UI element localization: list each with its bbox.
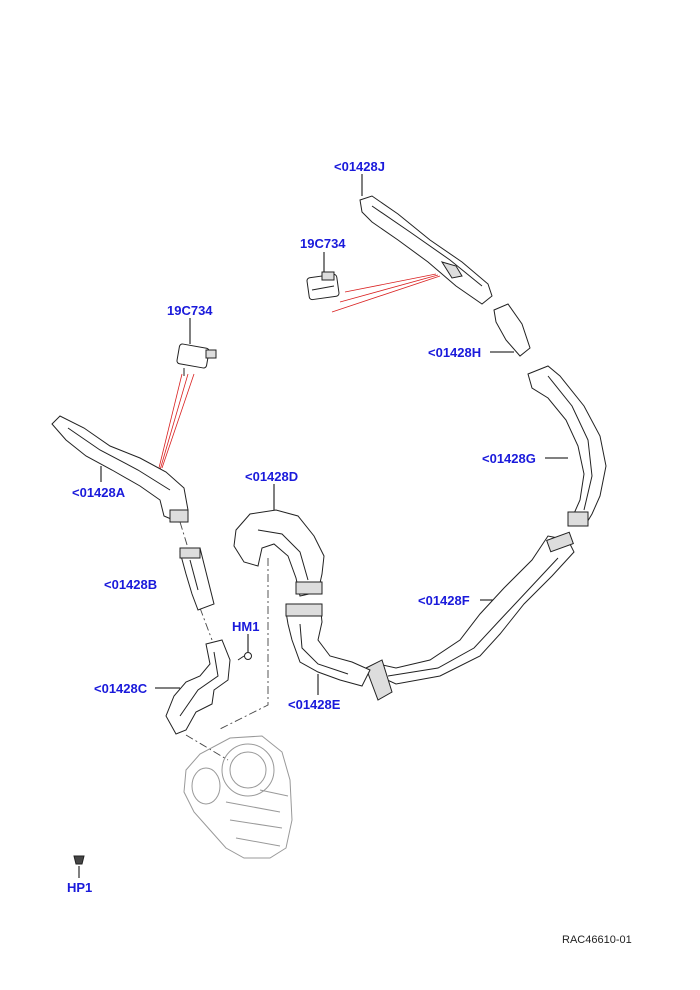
duct-01428E[interactable] — [285, 603, 371, 687]
duct-01428G[interactable] — [527, 365, 607, 527]
sensor-19C734-left[interactable] — [176, 343, 217, 376]
callout-HP1[interactable]: HP1 — [67, 880, 93, 895]
sensor-19C734-top[interactable] — [306, 271, 340, 301]
callout-01428C[interactable]: <01428C — [94, 681, 148, 696]
clip-HP1[interactable] — [73, 855, 85, 865]
fastener-HM1[interactable] — [237, 652, 252, 661]
callout-01428J[interactable]: <01428J — [334, 159, 385, 174]
callout-01428D[interactable]: <01428D — [245, 469, 299, 484]
callout-01428B[interactable]: <01428B — [104, 577, 158, 592]
leader-lines — [78, 174, 568, 878]
callout-19C734-top[interactable]: 19C734 — [300, 236, 346, 251]
hvac-unit-outline — [183, 735, 293, 859]
sensor-reference-lines — [157, 273, 441, 473]
callout-01428G[interactable]: <01428G — [482, 451, 536, 466]
callout-01428H[interactable]: <01428H — [428, 345, 482, 360]
callout-HM1[interactable]: HM1 — [232, 619, 260, 634]
duct-01428D[interactable] — [233, 509, 325, 597]
callout-01428F[interactable]: <01428F — [418, 593, 470, 608]
duct-01428B[interactable] — [179, 547, 215, 611]
duct-01428A[interactable] — [51, 415, 189, 523]
duct-01428J[interactable] — [359, 195, 531, 357]
callout-01428E[interactable]: <01428E — [288, 697, 341, 712]
callout-19C734-left[interactable]: 19C734 — [167, 303, 213, 318]
callout-01428A[interactable]: <01428A — [72, 485, 126, 500]
drawing-reference-number: RAC46610-01 — [562, 934, 632, 946]
duct-01428F[interactable] — [365, 531, 575, 701]
duct-01428C[interactable] — [165, 639, 231, 735]
phantom-lines — [179, 521, 269, 761]
